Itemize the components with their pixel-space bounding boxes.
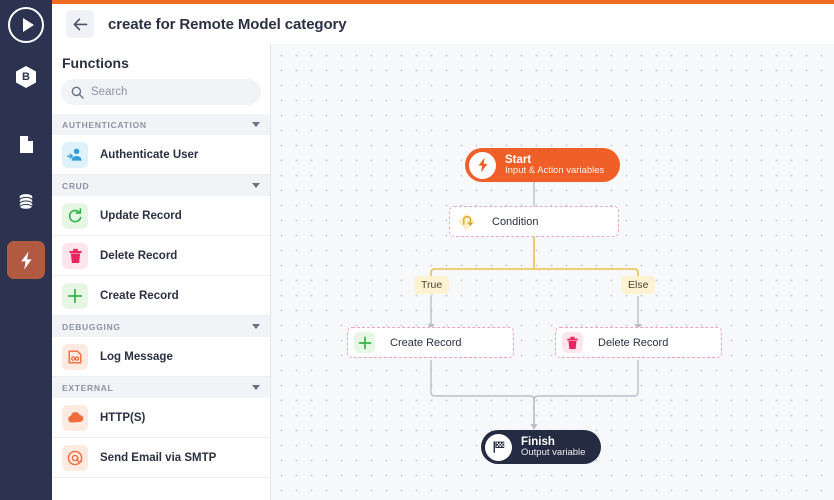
flow-graph: Start Input & Action variables Condition… bbox=[271, 44, 834, 500]
section-label: DEBUGGING bbox=[62, 321, 121, 332]
branch-icon bbox=[457, 212, 476, 231]
delete-record-label: Delete Record bbox=[598, 336, 669, 349]
refresh-icon bbox=[62, 202, 88, 229]
start-node-text: Start Input & Action variables bbox=[505, 154, 604, 177]
search-input[interactable] bbox=[91, 86, 251, 98]
page-title: create for Remote Model category bbox=[108, 15, 347, 33]
function-item-label: Send Email via SMTP bbox=[100, 451, 217, 464]
lightning-icon bbox=[20, 251, 32, 270]
functions-panel-title: Functions bbox=[62, 55, 129, 71]
document-icon bbox=[19, 135, 33, 153]
workspace-badge[interactable]: B bbox=[15, 65, 37, 89]
function-item-label: Update Record bbox=[100, 209, 182, 222]
top-accent-bar bbox=[52, 0, 834, 4]
functions-panel: Functions AUTHENTICATION Authenticate Use… bbox=[52, 44, 271, 500]
trash-icon bbox=[62, 242, 88, 269]
function-item-delete-record[interactable]: Delete Record bbox=[52, 236, 270, 276]
database-icon bbox=[19, 194, 33, 210]
section-header-crud[interactable]: CRUD bbox=[52, 175, 270, 196]
at-sign-icon bbox=[62, 444, 88, 471]
checkered-flag-icon bbox=[493, 441, 504, 453]
chevron-down-icon[interactable] bbox=[252, 324, 260, 329]
section-header-authentication[interactable]: AUTHENTICATION bbox=[52, 114, 270, 135]
finish-node-text: Finish Output variable bbox=[521, 436, 585, 459]
section-label: AUTHENTICATION bbox=[62, 119, 147, 130]
plus-icon bbox=[358, 336, 371, 349]
rail-item-documents[interactable] bbox=[7, 125, 45, 163]
rail-item-data[interactable] bbox=[7, 183, 45, 221]
chevron-down-icon[interactable] bbox=[252, 385, 260, 390]
left-icon-rail: B bbox=[0, 0, 52, 500]
chevron-down-icon[interactable] bbox=[252, 122, 260, 127]
start-node-icon-wrap bbox=[469, 151, 496, 179]
branch-label-else: Else bbox=[621, 276, 656, 294]
branch-label-true: True bbox=[414, 276, 450, 294]
plus-icon bbox=[62, 282, 88, 309]
function-item-http-s-[interactable]: HTTP(S) bbox=[52, 398, 270, 438]
user-add-icon bbox=[62, 141, 88, 168]
workspace-badge-label: B bbox=[22, 71, 30, 83]
finish-node-subtitle: Output variable bbox=[521, 447, 586, 459]
start-node-subtitle: Input & Action variables bbox=[505, 165, 605, 177]
rail-item-logic[interactable] bbox=[7, 241, 45, 279]
finish-node-icon-wrap bbox=[485, 433, 512, 461]
node-start[interactable]: Start Input & Action variables bbox=[465, 148, 621, 182]
page-header: create for Remote Model category bbox=[52, 4, 834, 44]
trash-icon bbox=[567, 336, 578, 349]
arrow-left-icon bbox=[73, 17, 87, 30]
function-item-label: Delete Record bbox=[100, 249, 178, 262]
flow-canvas[interactable]: Start Input & Action variables Condition… bbox=[271, 44, 834, 500]
search-wrapper bbox=[52, 79, 270, 114]
search-box[interactable] bbox=[61, 79, 261, 105]
function-item-label: HTTP(S) bbox=[100, 411, 146, 424]
node-finish[interactable]: Finish Output variable bbox=[481, 430, 602, 464]
hexagon-icon bbox=[16, 66, 36, 88]
function-item-update-record[interactable]: Update Record bbox=[52, 196, 270, 236]
log-message-icon bbox=[62, 343, 88, 370]
lightning-icon bbox=[478, 157, 487, 173]
start-node-title: Start bbox=[505, 153, 532, 166]
play-icon bbox=[22, 18, 34, 32]
function-item-label: Authenticate User bbox=[100, 148, 199, 161]
run-play-button[interactable] bbox=[8, 7, 44, 43]
section-label: EXTERNAL bbox=[62, 382, 114, 393]
back-button[interactable] bbox=[66, 10, 94, 38]
node-create-record[interactable]: Create Record bbox=[347, 327, 514, 358]
function-item-log-message[interactable]: Log Message bbox=[52, 337, 270, 377]
section-header-debugging[interactable]: DEBUGGING bbox=[52, 316, 270, 337]
node-condition[interactable]: Condition bbox=[449, 206, 619, 237]
function-item-send-email-via-smtp[interactable]: Send Email via SMTP bbox=[52, 438, 270, 478]
create-record-icon-wrap bbox=[354, 332, 375, 353]
finish-node-title: Finish bbox=[521, 435, 555, 448]
section-header-external[interactable]: EXTERNAL bbox=[52, 377, 270, 398]
function-item-create-record[interactable]: Create Record bbox=[52, 276, 270, 316]
chevron-down-icon[interactable] bbox=[252, 183, 260, 188]
function-item-authenticate-user[interactable]: Authenticate User bbox=[52, 135, 270, 175]
condition-icon-wrap bbox=[456, 211, 477, 232]
cloud-icon bbox=[62, 404, 88, 431]
node-delete-record[interactable]: Delete Record bbox=[555, 327, 722, 358]
flow-connectors bbox=[427, 166, 642, 430]
function-item-label: Log Message bbox=[100, 350, 173, 363]
create-record-label: Create Record bbox=[390, 336, 462, 349]
condition-label: Condition bbox=[492, 215, 539, 228]
section-label: CRUD bbox=[62, 180, 90, 191]
function-item-label: Create Record bbox=[100, 289, 179, 302]
delete-record-icon-wrap bbox=[562, 332, 583, 353]
search-icon bbox=[71, 86, 84, 99]
